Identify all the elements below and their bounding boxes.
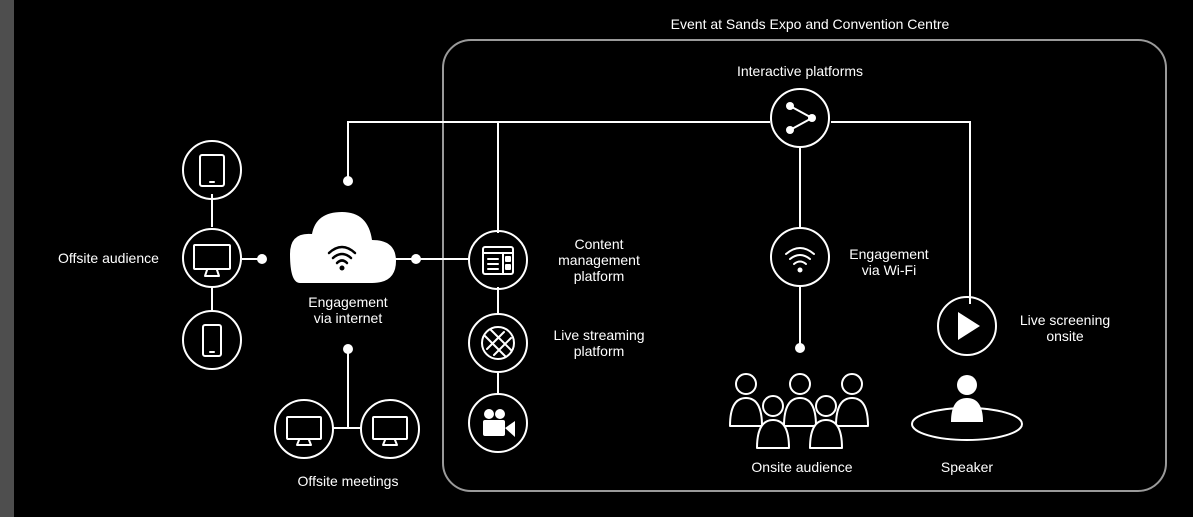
label-interactive-platforms: Interactive platforms [736, 63, 864, 79]
tablet-icon [182, 140, 242, 200]
phone-icon [182, 310, 242, 370]
wifi-cloud-icon [290, 212, 396, 283]
label-offsite-meetings: Offsite meetings [297, 473, 399, 489]
label-live-screening: Live screening onsite [1019, 312, 1111, 344]
label-onsite-audience: Onsite audience [751, 459, 853, 475]
label-content-management: Content management platform [558, 236, 640, 284]
wifi-icon [770, 227, 830, 287]
left-edge-bar [0, 0, 14, 517]
audience-group-icon [729, 373, 869, 449]
label-offsite-audience: Offsite audience [58, 250, 159, 266]
meeting-monitor-icon [360, 399, 420, 459]
monitor-icon [182, 228, 242, 288]
share-icon [770, 88, 830, 148]
label-engagement-wifi: Engagement via Wi-Fi [849, 246, 929, 278]
frame-title: Event at Sands Expo and Convention Centr… [670, 16, 950, 32]
connector-dots [257, 176, 805, 354]
meeting-monitor-icon [274, 399, 334, 459]
event-frame [442, 39, 1167, 492]
label-speaker: Speaker [940, 459, 994, 475]
label-live-streaming: Live streaming platform [553, 327, 645, 359]
cms-icon [468, 230, 528, 290]
video-camera-icon [468, 393, 528, 453]
play-icon [937, 296, 997, 356]
label-engagement-internet: Engagement via internet [308, 294, 388, 326]
streaming-globe-icon [468, 313, 528, 373]
